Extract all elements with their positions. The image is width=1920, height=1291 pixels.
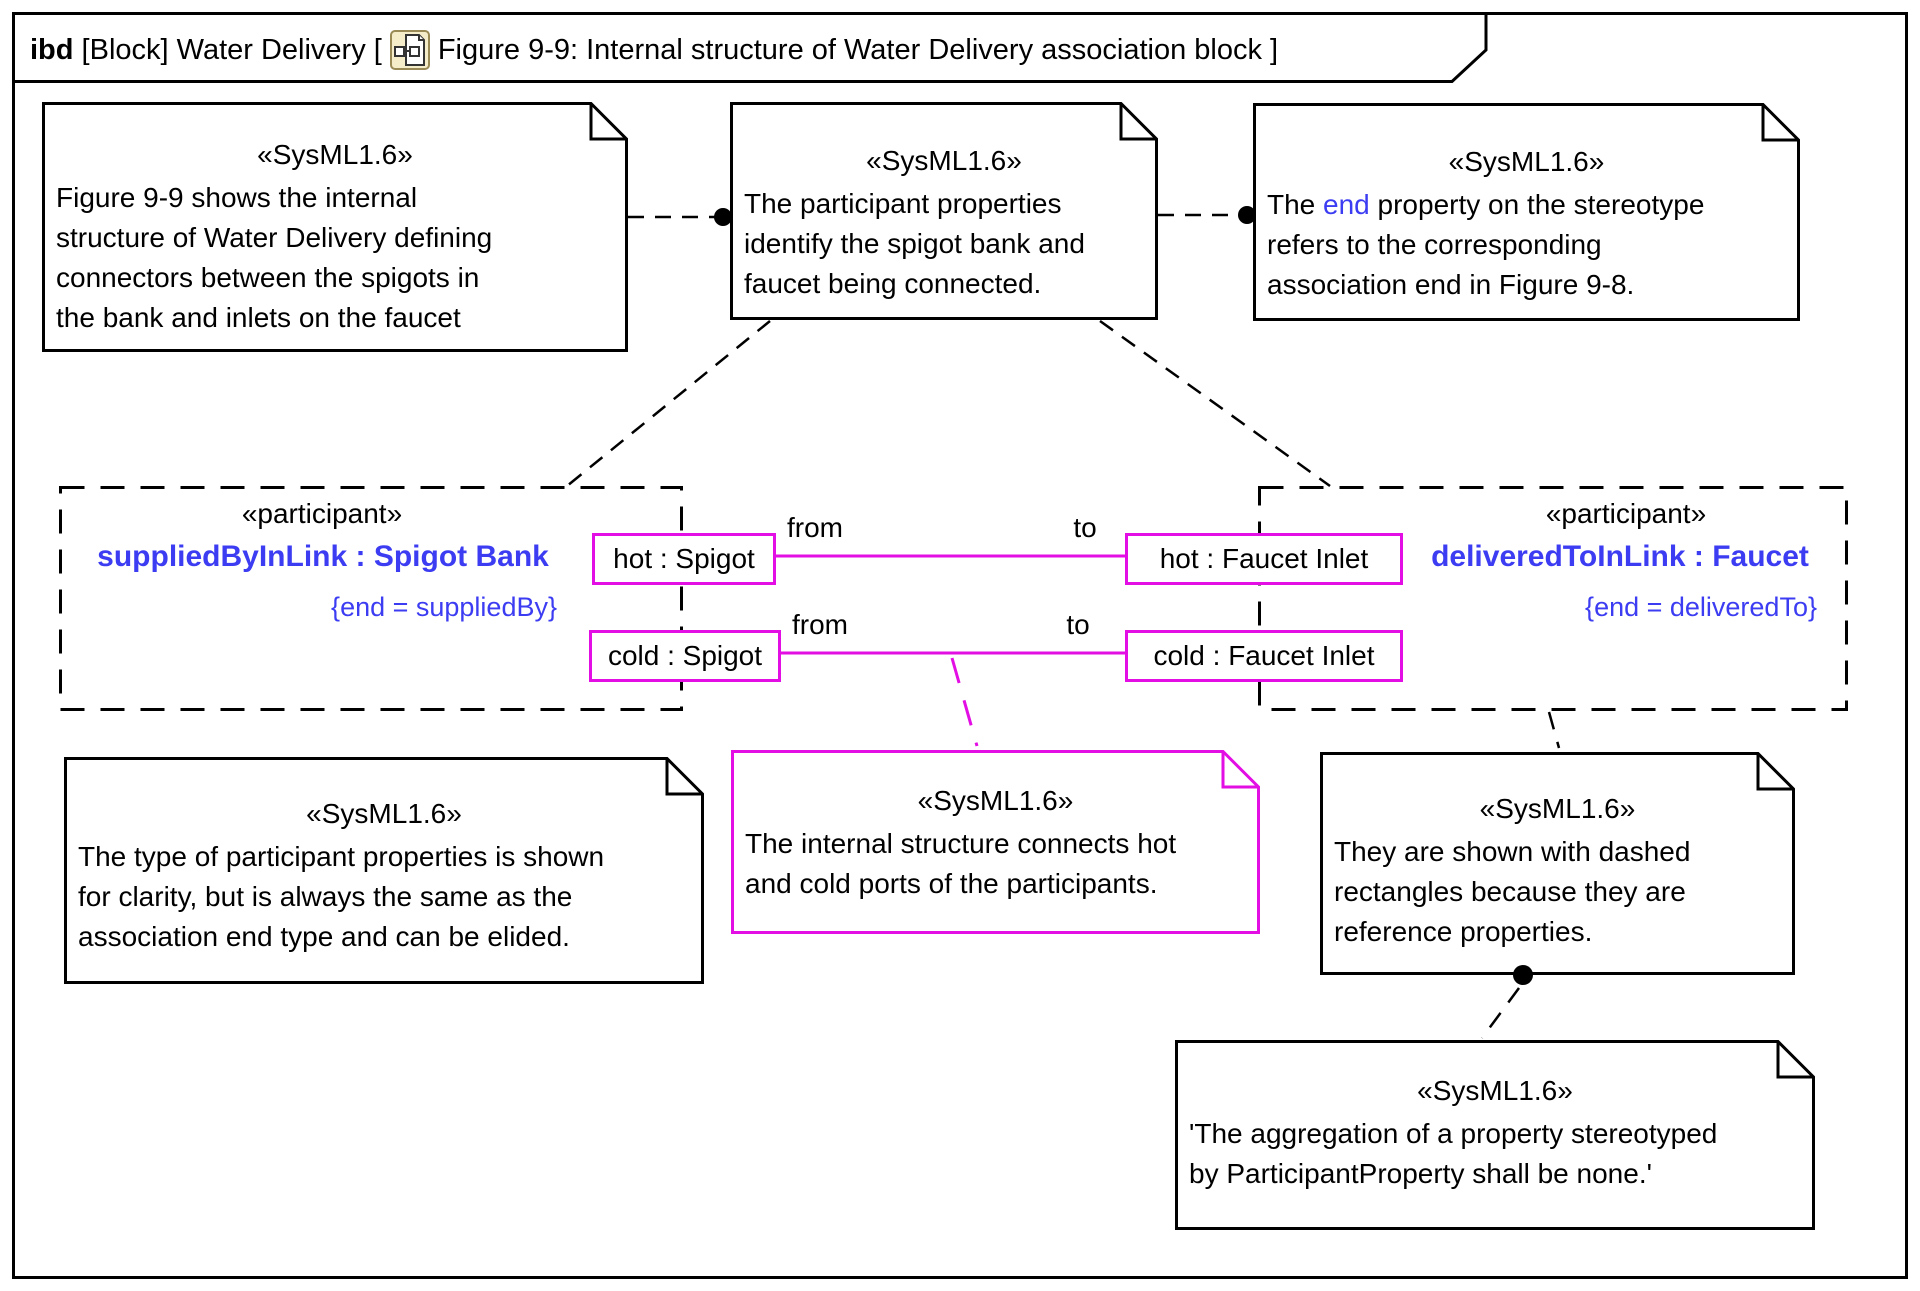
port-cold-faucet-inlet[interactable]: cold : Faucet Inlet <box>1125 630 1403 682</box>
note-stereotype: «SysML1.6» <box>1417 1075 1573 1106</box>
participant-box-supplied[interactable] <box>59 486 683 711</box>
participant-box-delivered[interactable] <box>1258 486 1848 711</box>
note-stereotype: «SysML1.6» <box>917 785 1074 816</box>
note-figure-99[interactable]: «SysML1.6» Figure 9-9 shows the internal… <box>42 102 628 352</box>
anchor-link-middle-to-delivered <box>1099 319 1331 488</box>
note-participant-properties[interactable]: «SysML1.6» The participant properties id… <box>730 102 1158 320</box>
diagram-figure-label: Figure 9-9: Internal structure of Water … <box>437 33 1279 66</box>
hot-from-label: from <box>787 512 843 543</box>
end-keyword: end <box>1323 189 1370 220</box>
participant-delivered-name[interactable]: deliveredToInLink : Faucet <box>1431 540 1809 573</box>
anchor-link-connector-to-internal-note <box>950 657 979 747</box>
note-stereotype: «SysML1.6» <box>866 145 1022 176</box>
diagram-title: ibd [Block] Water Delivery [ Figure 9-9:… <box>30 30 1278 70</box>
anchor-link-delivered-to-dashed-note <box>1547 711 1561 749</box>
diagram-kind-label: ibd <box>30 33 74 66</box>
anchor-dot-middle-note <box>714 208 732 226</box>
diagram-context-label: [Block] Water Delivery [ <box>73 33 382 66</box>
cold-to-label: to <box>1066 609 1090 640</box>
participant-supplied-constraint: {end = suppliedBy} <box>331 592 557 622</box>
port-hot-faucet-inlet[interactable]: hot : Faucet Inlet <box>1125 533 1403 585</box>
participant-supplied-name[interactable]: suppliedByInLink : Spigot Bank <box>97 540 549 573</box>
note-stereotype: «SysML1.6» <box>1448 146 1605 177</box>
note-stereotype: «SysML1.6» <box>257 139 413 170</box>
ibd-diagram-icon <box>389 30 430 70</box>
note-text: The end property on the stereotype refer… <box>1267 189 1705 300</box>
anchor-dot-dashed-note <box>1513 965 1533 985</box>
note-stereotype: «SysML1.6» <box>1479 793 1636 824</box>
note-text: Figure 9-9 shows the internal structure … <box>56 182 493 333</box>
note-type-elided[interactable]: «SysML1.6» The type of participant prope… <box>64 757 704 984</box>
port-hot-spigot[interactable]: hot : Spigot <box>592 533 776 585</box>
anchor-link-dashed-note-to-aggregation-note <box>1480 987 1521 1039</box>
note-aggregation-constraint[interactable]: «SysML1.6» 'The aggregation of a propert… <box>1175 1040 1815 1230</box>
anchor-dot-right-note <box>1238 206 1256 224</box>
participant-delivered-stereotype: «participant» <box>1545 498 1707 529</box>
note-text: The participant properties identify the … <box>744 188 1085 299</box>
hot-to-label: to <box>1073 512 1097 543</box>
anchor-link-middle-to-supplied <box>566 320 771 487</box>
cold-from-label: from <box>792 609 848 640</box>
diagram-title-tab <box>12 12 1488 83</box>
note-text: They are shown with dashed rectangles be… <box>1334 836 1691 947</box>
participant-supplied-stereotype: «participant» <box>241 498 403 529</box>
participant-delivered-constraint: {end = deliveredTo} <box>1585 592 1817 622</box>
note-end-property[interactable]: «SysML1.6» The end property on the stere… <box>1253 103 1800 321</box>
note-internal-structure[interactable]: «SysML1.6» The internal structure connec… <box>731 750 1260 934</box>
note-text: The internal structure connects hot and … <box>745 828 1177 899</box>
note-text: 'The aggregation of a property stereotyp… <box>1189 1118 1718 1189</box>
note-reference-properties[interactable]: «SysML1.6» They are shown with dashed re… <box>1320 752 1795 975</box>
note-stereotype: «SysML1.6» <box>306 798 462 829</box>
note-text: The type of participant properties is sh… <box>78 841 605 952</box>
port-cold-spigot[interactable]: cold : Spigot <box>589 630 781 682</box>
